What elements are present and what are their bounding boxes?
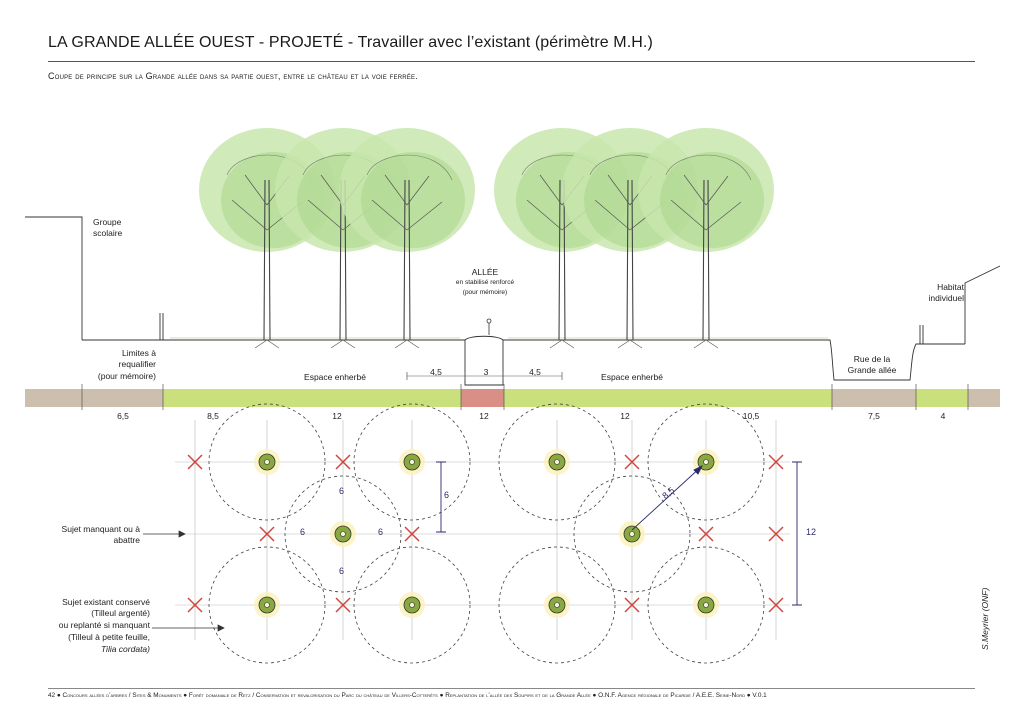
band-dim-2: 8,5 [207,411,219,421]
plan-dim-6-right: 6 [378,527,384,537]
band-limites [25,389,163,407]
legend-existing-4: (Tilleul à petite feuille, [68,632,150,642]
red-cross-icon [187,597,203,613]
plan-crosses [187,454,784,613]
red-cross-icon [624,454,640,470]
dim-sub-2: 3 [483,367,489,377]
circle-guide-icon [284,475,402,593]
label-limites-note: (pour mémoire) [97,371,156,381]
dim-85-diagonal [631,465,703,531]
tree-dot-icon [693,449,719,475]
band-dim-8: 4 [940,411,946,421]
band-espace-2 [504,389,832,407]
plan-circles [208,403,765,664]
plan-dim-6-vertical: 6 [444,490,450,500]
person-icon [486,318,492,335]
legend-existing-3: ou replanté si manquant [58,620,150,630]
band-espace-1 [163,389,461,407]
tree-canopy-icon [638,128,774,349]
red-cross-icon [768,597,784,613]
label-rue-grande-allee: Rue de la Grande allée [847,354,897,375]
tree-dot-icon [544,449,570,475]
label-espace-enherbe-1: Espace enherbé [304,372,366,382]
habitat-wall [964,265,1001,344]
author-credit: S.Meyrier (ONF) [980,587,990,650]
red-cross-icon [768,526,784,542]
red-cross-icon [768,454,784,470]
label-limites: Limites à requalifier [118,348,156,369]
legend-existing-1: Sujet existant conservé [62,597,150,607]
red-cross-icon [624,597,640,613]
band-rue [832,389,916,407]
fence-post [159,313,164,340]
tree-dot-icon [399,592,425,618]
band-ticks [81,372,969,410]
section-outlines [25,216,1001,386]
legend-existing-2: (Tilleul argenté) [91,608,150,618]
title-rule [48,61,975,62]
ground-band [25,389,1000,407]
band-allee [461,389,504,407]
tree-dot-icon [544,592,570,618]
legend-missing: Sujet manquant ou à abattre [61,524,140,545]
school-wall [25,216,83,340]
ground-line [82,339,965,386]
tree-dot-icon [399,449,425,475]
red-cross-icon [404,526,420,542]
band-dim-3: 12 [332,411,342,421]
tree-dot-icon [254,449,280,475]
dimension-lines [436,461,802,606]
circle-guide-icon [208,403,326,521]
page-footer: 42 ● Concours allées d’arbres / Sites & … [48,692,767,699]
plan-dim-6-left: 6 [300,527,306,537]
tree-dot-icon [330,521,356,547]
circle-guide-icon [647,546,765,664]
label-habitat: Habitat individuel [928,282,964,303]
page-subtitle: Coupe de principe sur la Grande allée da… [48,71,418,81]
label-allee: ALLÉE [471,267,499,277]
circle-guide-icon [498,546,616,664]
circle-guide-icon [647,403,765,521]
dim-sub-1: 4,5 [430,367,442,377]
red-cross-icon [698,526,714,542]
band-dim-5: 12 [620,411,630,421]
tree-canopy-icon [339,128,475,349]
page-title: LA GRANDE ALLÉE OUEST - PROJETÉ - Travai… [48,34,653,51]
tree-dot-icon [693,592,719,618]
legend-existing-5: Tilia cordata) [100,644,150,654]
circle-guide-icon [353,546,471,664]
plan-trees [254,449,719,618]
circle-guide-icon [573,475,691,593]
label-groupe-scolaire: Groupe scolaire [93,217,123,238]
circle-guide-icon [353,403,471,521]
circle-guide-icon [498,403,616,521]
allee-camber [464,335,504,341]
plan-dim-12: 12 [806,527,817,537]
band-habitat [916,389,968,407]
band-dim-1: 6,5 [117,411,129,421]
dim-sub-3: 4,5 [529,367,541,377]
footer-rule [48,688,975,689]
band-dim-4: 12 [479,411,489,421]
label-allee-note: (pour mémoire) [462,289,508,296]
red-cross-icon [187,454,203,470]
tree-dot-icon [619,521,645,547]
band-edge [968,389,1000,407]
circle-guide-icon [208,546,326,664]
tree-canopies [199,128,774,349]
right-post [919,325,924,344]
red-cross-icon [335,454,351,470]
legend-leaders [143,530,225,632]
tree-dot-icon [254,592,280,618]
band-dim-7: 7,5 [868,411,880,421]
red-cross-icon [259,526,275,542]
label-allee-stabilise: en stabilisé renforcé [455,279,515,286]
plan-dim-6-top: 6 [339,486,345,496]
red-cross-icon [335,597,351,613]
band-dim-6: 10,5 [742,411,760,421]
plan-dim-6-bottom: 6 [339,566,345,576]
label-espace-enherbe-2: Espace enherbé [601,372,663,382]
